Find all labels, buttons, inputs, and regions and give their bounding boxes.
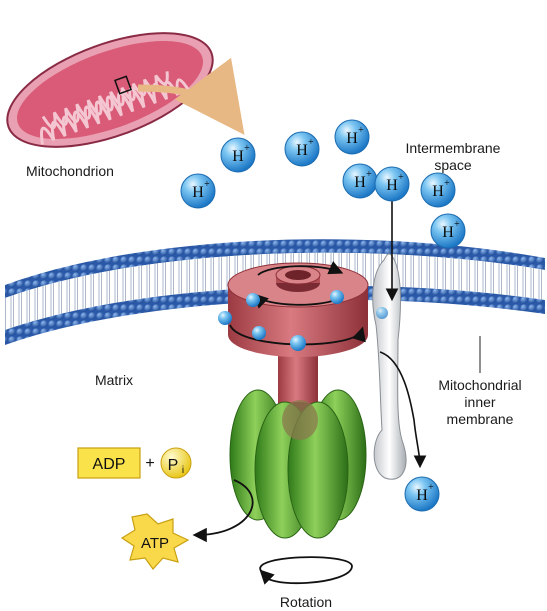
h-ion: H + bbox=[374, 166, 410, 202]
svg-text:+: + bbox=[454, 219, 460, 230]
svg-text:+: + bbox=[444, 178, 450, 189]
svg-text:+: + bbox=[204, 179, 210, 190]
mitochondrion-label: Mitochondrion bbox=[26, 163, 114, 179]
intermembrane-label-line1: Intermembrane bbox=[405, 140, 501, 156]
svg-text:H: H bbox=[432, 183, 444, 200]
svg-text:+: + bbox=[358, 125, 364, 136]
intermembrane-space-label: Intermembrane space bbox=[398, 140, 508, 174]
intermembrane-label-line2: space bbox=[434, 157, 472, 173]
atp-starburst bbox=[120, 513, 190, 570]
inner-membrane-label-line2: inner bbox=[464, 394, 496, 410]
svg-text:+: + bbox=[366, 169, 372, 180]
h-ion: H + bbox=[342, 163, 378, 199]
h-ion: H + bbox=[220, 137, 256, 173]
pi-subscript: i bbox=[182, 465, 184, 476]
rotation-arrow bbox=[260, 556, 353, 583]
h-ion: H + bbox=[404, 476, 440, 512]
svg-text:H: H bbox=[192, 184, 204, 201]
proton-path-arrows bbox=[379, 200, 427, 469]
rotation-label: Rotation bbox=[279, 594, 333, 610]
svg-text:H: H bbox=[442, 224, 454, 241]
mitochondrion-illustration bbox=[6, 32, 214, 148]
svg-text:+: + bbox=[428, 482, 434, 493]
zoom-arrow bbox=[137, 57, 245, 135]
adp-label: ADP bbox=[93, 456, 126, 473]
matrix-label: Matrix bbox=[94, 372, 134, 388]
svg-text:+: + bbox=[398, 172, 404, 183]
atp-label: ATP bbox=[141, 535, 169, 552]
svg-text:+: + bbox=[308, 137, 314, 148]
inner-membrane-label: Mitochondrial inner membrane bbox=[430, 377, 530, 428]
svg-text:H: H bbox=[354, 174, 366, 191]
svg-text:H: H bbox=[296, 142, 308, 159]
adp-pi-reactants bbox=[77, 447, 192, 479]
h-ion: H + bbox=[284, 131, 320, 167]
h-ion: H + bbox=[180, 173, 216, 209]
svg-text:H: H bbox=[346, 130, 358, 147]
h-ion: H + bbox=[420, 172, 456, 208]
adp-to-atp-arrow bbox=[192, 479, 254, 543]
inner-membrane-label-line1: Mitochondrial bbox=[438, 377, 522, 393]
svg-text:H: H bbox=[232, 148, 244, 165]
pi-label: P bbox=[168, 457, 179, 474]
ring-protons bbox=[218, 290, 388, 351]
atp-synthase-f1 bbox=[229, 330, 367, 539]
h-ion: H + bbox=[334, 119, 370, 155]
svg-text:H: H bbox=[416, 487, 428, 504]
plus-sign: + bbox=[145, 455, 154, 472]
svg-text:H: H bbox=[386, 177, 398, 194]
inner-membrane-label-line3: membrane bbox=[446, 411, 514, 427]
svg-text:+: + bbox=[244, 143, 250, 154]
h-ion: H + bbox=[430, 213, 466, 249]
inner-membrane bbox=[5, 239, 545, 345]
